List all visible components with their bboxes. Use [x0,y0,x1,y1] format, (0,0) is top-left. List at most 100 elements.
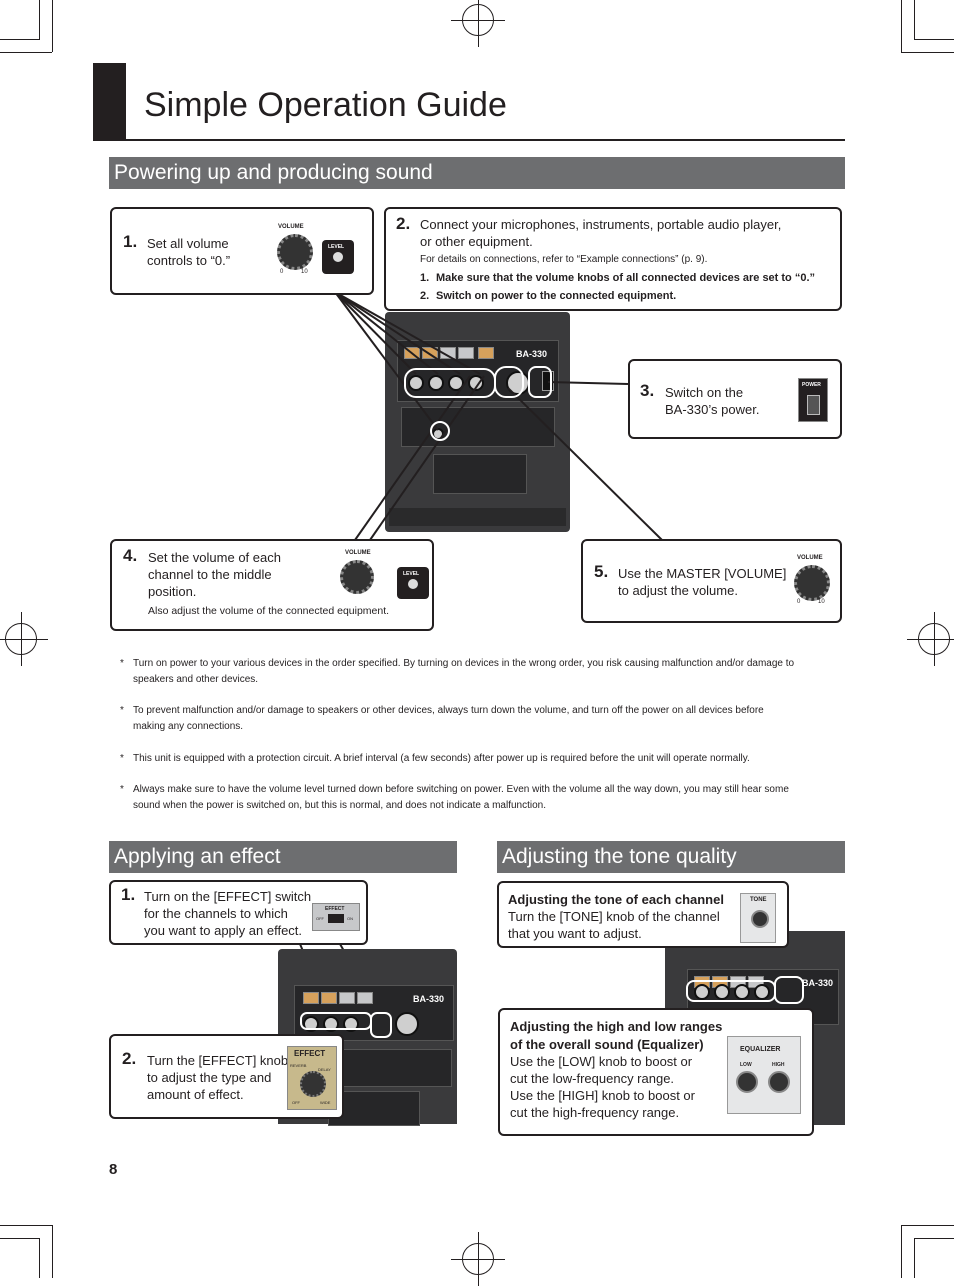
effect-step1-text: Turn on the [EFFECT] switch [144,889,312,904]
step4-text: Set the volume of each [148,550,281,565]
crop-mark [0,1225,52,1226]
section-heading-tone: Adjusting the tone quality [497,841,845,873]
input-knob-highlight [430,421,450,441]
model-label: BA-330 [802,978,834,988]
channel-knobs-highlight [404,368,496,398]
note-item: * Turn on power to your various devices … [120,656,846,688]
effect-step2-number: 2. [122,1049,137,1068]
level-knob-icon: LEVEL [322,240,354,274]
crop-mark [0,1238,40,1239]
page-title: Simple Operation Guide [144,86,507,124]
effect-knob-highlight [370,1012,392,1038]
crop-mark [901,0,902,52]
page-number: 8 [109,1161,118,1178]
tone-channel-text: that you want to adjust. [508,926,642,941]
section-heading-power: Powering up and producing sound [109,157,845,189]
model-label: BA-330 [413,994,445,1004]
registration-mark [907,612,954,666]
crop-mark [914,39,954,40]
channel-badge [404,347,420,359]
step2-sub-text: Switch on power to the connected equipme… [436,290,677,302]
step4-text: position. [148,584,197,599]
note-item: * Always make sure to have the volume le… [120,782,846,814]
step2-sub-number: 1. [420,272,430,284]
crop-mark [901,1225,902,1278]
step4-number: 4. [123,546,138,565]
equalizer-text: Use the [LOW] knob to boost or [510,1054,693,1069]
crop-mark [39,1238,40,1278]
effect-knob-icon: EFFECT REVERB DELAY OFF WIDE [287,1046,337,1110]
registration-mark [451,1232,505,1286]
equalizer-knobs-icon: EQUALIZER LOW HIGH [727,1036,801,1114]
step2-sub-text: Make sure that the volume knobs of all c… [436,272,816,284]
step2-sub-number: 2. [420,290,430,302]
step3-number: 3. [640,381,655,400]
effect-step1-text: you want to apply an effect. [144,923,303,938]
battery-compartment [433,454,527,494]
power-switch-icon: POWER [798,378,828,422]
note-asterisk: * [120,753,124,764]
note-text: To prevent malfunction and/or damage to … [133,705,764,732]
crop-mark [914,1238,915,1278]
speaker-grille [389,508,566,526]
effect-switch-icon: EFFECT OFF ON [312,903,360,931]
section-heading-effect: Applying an effect [109,841,457,873]
crop-mark [914,1238,954,1239]
crop-mark [52,1225,53,1278]
effect-step2-text: to adjust the type and [147,1070,272,1085]
channel-badge [458,347,474,359]
title-rule [93,139,845,141]
master-knob-highlight [494,366,524,398]
step3-text: Switch on the [665,385,744,400]
note-asterisk: * [120,784,124,795]
equalizer-heading: of the overall sound (Equalizer) [510,1037,704,1052]
ba330-amplifier-image: BA-330 [385,312,570,532]
note-item: * This unit is equipped with a protectio… [120,751,846,767]
registration-mark [451,0,505,47]
crop-mark [39,0,40,40]
note-text: Turn on power to your various devices in… [133,658,795,685]
title-bar [93,63,126,140]
step5-number: 5. [594,562,609,581]
note-item: * To prevent malfunction and/or damage t… [120,703,846,735]
model-label: BA-330 [516,349,548,359]
step4-box [110,539,434,631]
volume-knob-icon: VOLUME [330,550,380,602]
equalizer-heading: Adjusting the high and low ranges [510,1019,723,1034]
step1-text: controls to “0.” [147,253,231,268]
volume-knob-icon: VOLUME 0 10 [272,224,320,280]
effect-step1-number: 1. [121,885,136,904]
crop-mark [901,52,954,53]
input-panel [401,407,555,447]
note-text: Always make sure to have the volume leve… [133,784,789,811]
channel-badge [422,347,438,359]
note-text: This unit is equipped with a protection … [133,753,750,764]
step4-text: channel to the middle [148,567,272,582]
step1-text: Set all volume [147,236,229,251]
master-volume-icon: VOLUME 0 10 [786,555,836,609]
crop-mark [914,0,915,40]
step2-number: 2. [396,214,411,233]
step2-box [384,207,842,311]
channel-badge [478,347,494,359]
tone-channel-text: Turn the [TONE] knob of the channel [508,909,720,924]
step5-text: Use the MASTER [VOLUME] [618,566,787,581]
note-asterisk: * [120,658,124,669]
crop-mark [0,39,40,40]
equalizer-text: cut the low-frequency range. [510,1071,675,1086]
effect-step1-text: for the channels to which [144,906,288,921]
crop-mark [52,0,53,52]
equalizer-text: Use the [HIGH] knob to boost or [510,1088,695,1103]
step3-text: BA-330’s power. [665,402,760,417]
step2-text: or other equipment. [420,234,533,249]
tone-knob-icon: TONE [740,893,776,943]
level-knob-icon: LEVEL [397,567,429,599]
tone-knobs-highlight [686,980,776,1002]
note-asterisk: * [120,705,124,716]
effect-step1-box [109,880,368,945]
eq-knobs-highlight [774,976,804,1004]
step2-text: Connect your microphones, instruments, p… [420,217,782,232]
channel-badge [440,347,456,359]
tone-channel-heading: Adjusting the tone of each channel [508,892,724,907]
step1-number: 1. [123,232,138,251]
